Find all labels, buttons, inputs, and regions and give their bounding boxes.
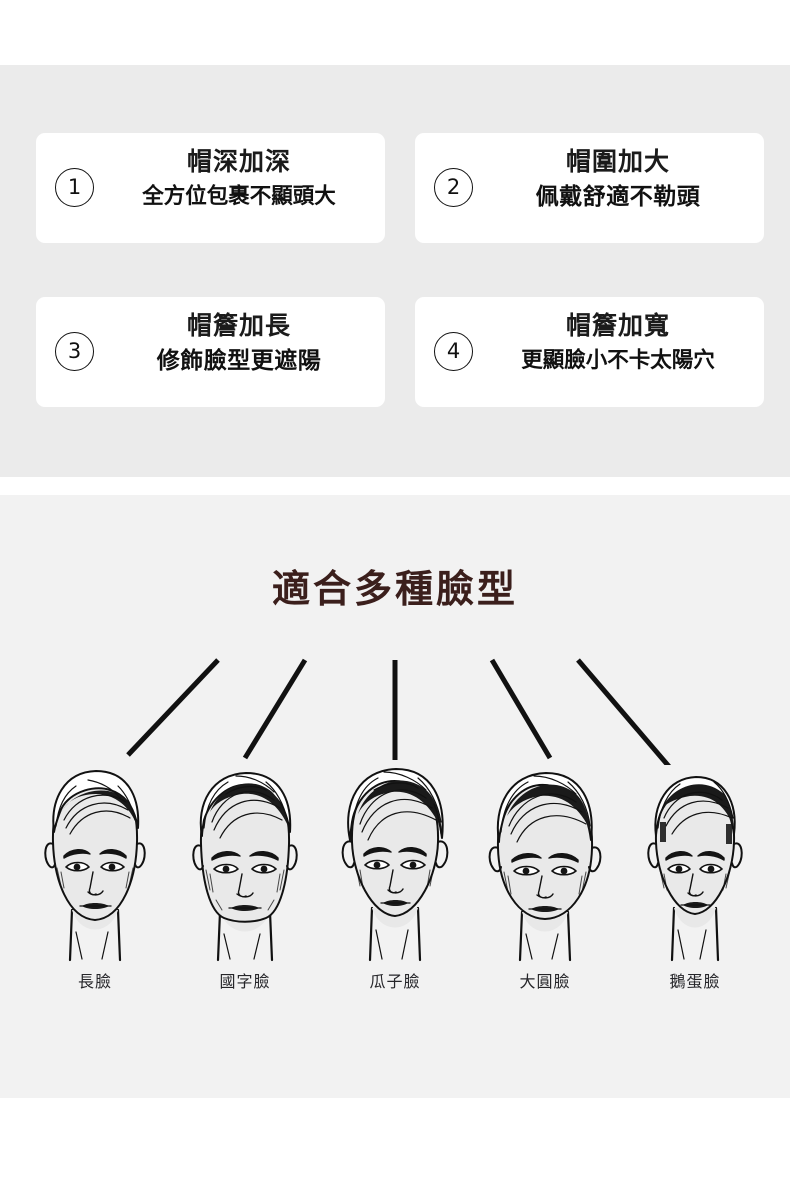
connector-line-4: [489, 658, 553, 760]
connector-line-2: [242, 658, 308, 760]
features-section: 1 帽深加深 全方位包裹不顯頭大 2 帽圍加大 佩戴舒適不勒頭 3 帽簷加長 修…: [0, 65, 790, 477]
face-label-4: 大圓臉: [519, 972, 571, 991]
feature-text-1: 帽深加深 全方位包裹不顯頭大: [100, 145, 378, 212]
feature-card-2[interactable]: 2 帽圍加大 佩戴舒適不勒頭: [415, 133, 764, 243]
feature-subtitle-1: 全方位包裹不顯頭大: [142, 183, 336, 209]
face-item-1[interactable]: 長臉: [20, 760, 170, 1010]
face-item-2[interactable]: 國字臉: [170, 760, 320, 1010]
feature-number-badge-1: 1: [55, 168, 94, 207]
face-item-3[interactable]: 瓜子臉: [320, 760, 470, 1010]
feature-text-3: 帽簷加長 修飾臉型更遮陽: [100, 309, 378, 378]
face-illustration-round: [488, 772, 602, 962]
face-shapes-section: 適合多種臉型: [0, 495, 790, 1098]
feature-subtitle-3: 修飾臉型更遮陽: [156, 347, 322, 374]
face-illustration-long: [44, 770, 146, 962]
feature-text-4: 帽簷加寬 更顯臉小不卡太陽穴: [479, 309, 757, 376]
feature-card-4[interactable]: 4 帽簷加寬 更顯臉小不卡太陽穴: [415, 297, 764, 407]
face-illustration-square: [192, 772, 298, 962]
feature-title-4: 帽簷加寬: [565, 311, 670, 340]
face-illustration-egg: [647, 776, 743, 962]
face-shapes-heading: 適合多種臉型: [271, 567, 518, 611]
face-label-1: 長臉: [77, 972, 112, 991]
face-label-5: 鵝蛋臉: [669, 972, 721, 991]
feature-title-2: 帽圍加大: [565, 147, 670, 176]
feature-title-3: 帽簷加長: [186, 311, 291, 340]
feature-subtitle-4: 更顯臉小不卡太陽穴: [521, 347, 715, 373]
feature-number-badge-4: 4: [434, 332, 473, 371]
feature-title-1: 帽深加深: [186, 147, 291, 176]
face-item-5[interactable]: 鵝蛋臉: [620, 760, 770, 1010]
feature-text-2: 帽圍加大 佩戴舒適不勒頭: [479, 145, 757, 214]
face-illustration-oval: [341, 768, 449, 962]
feature-card-3[interactable]: 3 帽簷加長 修飾臉型更遮陽: [36, 297, 385, 407]
feature-number-badge-3: 3: [55, 332, 94, 371]
face-label-2: 國字臉: [219, 972, 271, 991]
feature-subtitle-2: 佩戴舒適不勒頭: [535, 183, 701, 210]
feature-number-badge-2: 2: [434, 168, 473, 207]
connector-line-5: [576, 658, 672, 765]
connector-line-1: [126, 658, 220, 757]
face-item-4[interactable]: 大圓臉: [470, 760, 620, 1010]
fan-connector-lines: [126, 658, 672, 765]
feature-card-1[interactable]: 1 帽深加深 全方位包裹不顯頭大: [36, 133, 385, 243]
face-shapes-row: 長臉: [0, 760, 790, 1010]
face-label-3: 瓜子臉: [369, 972, 421, 991]
